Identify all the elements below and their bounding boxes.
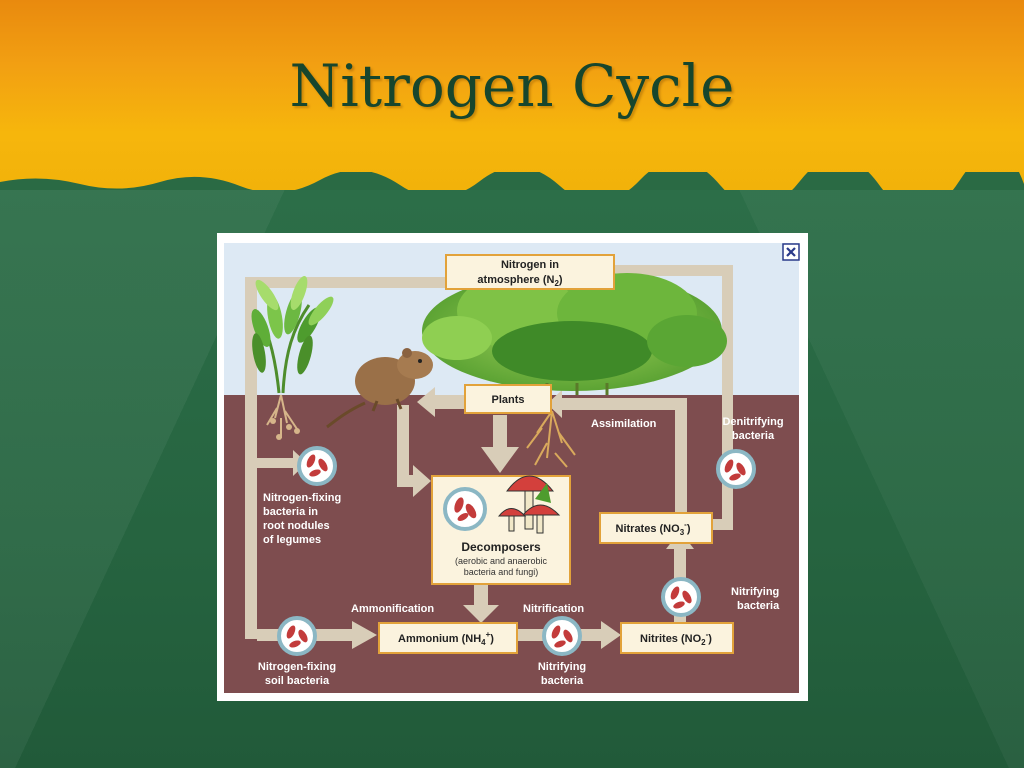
bush-roots (526, 410, 576, 468)
decomposers-ammonium-stem (474, 585, 488, 607)
atmosphere-line1: Nitrogen in (501, 259, 559, 271)
atmosphere-line2: atmosphere (N2) (477, 274, 562, 288)
nodules-line1: Nitrogen-fixing (263, 492, 341, 504)
bush (422, 271, 727, 395)
animal-decomposers-column (397, 405, 409, 485)
left-flow-column (245, 277, 257, 639)
assimilation-label: Assimilation (591, 418, 657, 430)
decomposers-ammonium-head (463, 605, 499, 623)
ammonification-label: Ammonification (351, 603, 434, 615)
soil-bacteria-icon (277, 616, 317, 656)
top-right-flow (615, 265, 733, 276)
ammonium-box: Ammonium (NH4+) (378, 622, 518, 654)
nodules-line4: of legumes (263, 534, 321, 546)
plants-decomposers-stem (493, 415, 507, 449)
decomposers-line2: bacteria and fungi) (464, 567, 539, 577)
rodent (326, 348, 433, 429)
denitrifying-line2: bacteria (732, 430, 775, 442)
legume-plant (251, 275, 334, 440)
plants-box: Plants (464, 384, 552, 414)
right-flow-column (722, 265, 733, 530)
nitrifying-right-line2: bacteria (737, 600, 780, 612)
plants-animal-stem (435, 395, 467, 409)
top-left-flow (245, 277, 448, 288)
mushroom-icon (497, 475, 561, 534)
arrow-ammonium-nitrites-head (601, 621, 621, 649)
assimilation-top (562, 398, 687, 410)
right-flow-foot (710, 519, 733, 530)
assimilation-column (675, 409, 687, 513)
nitrifying-bottom-line1: Nitrifying (538, 661, 586, 673)
plants-label: Plants (491, 394, 524, 406)
assimilation-head (547, 390, 562, 418)
nodules-line2: bacteria in (263, 506, 318, 518)
title-banner (0, 0, 1024, 190)
nodule-bacteria-icon (297, 446, 337, 486)
atmosphere-box: Nitrogen in atmosphere (N2) (445, 254, 615, 290)
decomposers-box: Decomposers (aerobic and anaerobic bacte… (431, 475, 571, 585)
nitrification-label: Nitrification (523, 603, 584, 615)
close-icon[interactable] (782, 243, 800, 261)
nitrifying-bottom-line2: bacteria (541, 675, 584, 687)
decomposers-line1: (aerobic and anaerobic (455, 556, 548, 566)
decomposer-bacteria-icon (443, 487, 487, 531)
nitrifying-right-line1: Nitrifying (731, 586, 779, 598)
denitrifying-line1: Denitrifying (722, 416, 783, 428)
nitrogen-cycle-diagram: Nitrogen in atmosphere (N2) Plants (217, 233, 808, 701)
arrow-to-nodules-stem (257, 458, 293, 468)
ammonium-label: Ammonium (NH4+) (398, 630, 494, 647)
arrow-soil-bacteria-segment (312, 629, 352, 641)
slide-title: Nitrogen Cycle (289, 52, 735, 120)
nitrites-label: Nitrites (NO2-) (640, 630, 712, 647)
arrow-ammonium-nitrites-b (581, 629, 601, 641)
nitrifying-bacteria-right-icon (661, 577, 701, 617)
diagram-canvas: Nitrogen in atmosphere (N2) Plants (224, 243, 800, 693)
plants-decomposers-head (481, 447, 519, 473)
decomposers-title: Decomposers (461, 540, 541, 554)
nitrifying-bacteria-bottom-icon (542, 616, 582, 656)
denitrifying-bacteria-icon (716, 449, 756, 489)
plants-animal-head (417, 387, 435, 417)
soil-bacteria-line1: Nitrogen-fixing (258, 661, 336, 673)
animal-decomposers-head (413, 465, 431, 497)
arrow-to-ammonium-head (352, 621, 377, 649)
nitrates-box: Nitrates (NO3-) (599, 512, 713, 544)
nitrites-box: Nitrites (NO2-) (620, 622, 734, 654)
animal-decomposers-foot (397, 475, 413, 487)
soil-bacteria-line2: soil bacteria (265, 675, 330, 687)
nodules-line3: root nodules (263, 520, 330, 532)
nitrates-label: Nitrates (NO3-) (616, 520, 691, 537)
